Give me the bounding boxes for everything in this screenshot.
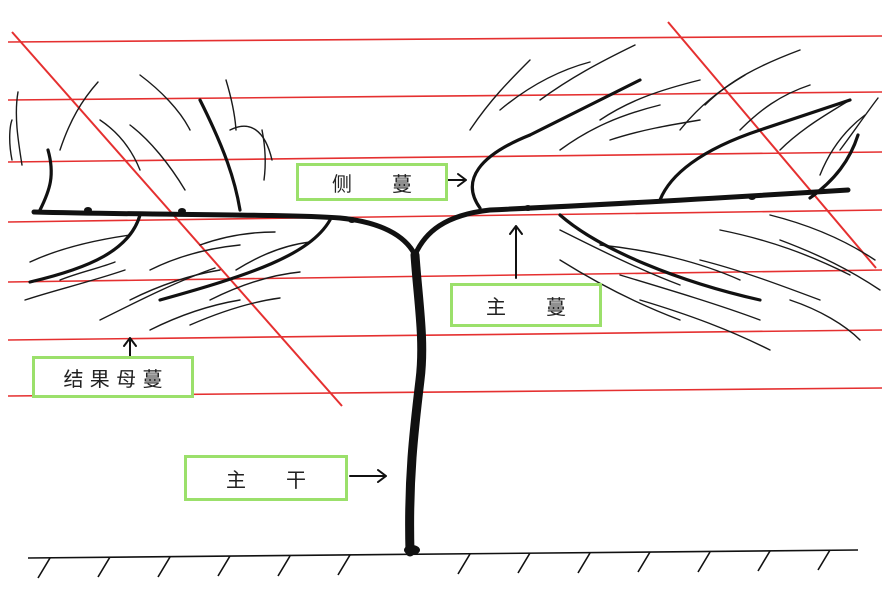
- shoot: [24, 269, 126, 301]
- bud: [178, 208, 186, 214]
- shoot: [599, 79, 701, 121]
- shoot: [789, 299, 861, 341]
- shoot: [559, 229, 681, 286]
- main-vine-cordon: [31, 187, 851, 258]
- wire: [7, 269, 883, 283]
- shoot: [149, 299, 241, 331]
- bud: [404, 545, 420, 555]
- shoot: [199, 231, 276, 246]
- arrow-side-vine: [447, 173, 467, 187]
- hatch: [637, 551, 651, 573]
- cane: [198, 98, 242, 212]
- bud: [348, 217, 356, 223]
- shoot: [261, 129, 267, 181]
- shoot: [129, 269, 221, 301]
- hatch: [337, 554, 351, 576]
- arrow-trunk: [349, 469, 387, 483]
- arrows: [123, 173, 523, 483]
- buds: [84, 194, 756, 555]
- wire: [7, 209, 883, 223]
- shoot: [619, 274, 761, 321]
- hatch: [517, 552, 531, 574]
- label-fruiting-cane: 结 果 母 蔓: [32, 356, 194, 398]
- label-side-vine: 侧 蔓: [296, 163, 448, 201]
- shoot: [209, 271, 301, 301]
- shoot: [559, 259, 681, 321]
- shoots: [9, 44, 881, 351]
- bud: [84, 207, 92, 213]
- shoot: [225, 79, 237, 131]
- shoot: [819, 114, 866, 176]
- pruning-line: [11, 31, 343, 407]
- shoot: [99, 267, 216, 321]
- arrow-main-vine: [509, 225, 523, 279]
- bud: [524, 205, 532, 211]
- shoot: [99, 119, 141, 171]
- shoot: [559, 104, 661, 151]
- pruning-line: [667, 21, 877, 269]
- cane: [158, 218, 332, 302]
- shoot: [639, 299, 771, 351]
- shoot: [129, 124, 186, 191]
- hatch: [97, 556, 111, 578]
- cordon-left: [31, 209, 418, 258]
- fruiting-canes: [28, 78, 860, 302]
- hatch: [817, 549, 831, 571]
- wire: [7, 329, 883, 341]
- hatch: [577, 552, 591, 574]
- cane: [470, 133, 532, 210]
- cane: [38, 148, 53, 212]
- shoot: [469, 59, 531, 131]
- shoot: [779, 99, 851, 151]
- shoot: [779, 239, 881, 291]
- shoot: [599, 244, 741, 281]
- ground-line: [27, 549, 859, 559]
- shoot: [704, 49, 801, 106]
- shoot: [149, 244, 241, 271]
- hatch: [157, 556, 171, 578]
- shoot: [59, 81, 99, 151]
- hatch: [757, 550, 771, 572]
- label-trunk: 主 干: [184, 455, 348, 501]
- shoot: [739, 84, 811, 131]
- wire: [7, 151, 883, 163]
- shoot: [29, 234, 131, 263]
- ground: [27, 549, 859, 579]
- wire: [7, 35, 883, 43]
- shoot: [719, 229, 851, 276]
- hatch: [457, 553, 471, 575]
- shoot: [189, 297, 281, 326]
- cordon-right: [412, 187, 851, 258]
- shoot: [539, 44, 636, 101]
- shoot: [229, 125, 273, 161]
- bud: [748, 194, 756, 200]
- shoot: [609, 119, 701, 141]
- cane: [658, 128, 762, 202]
- shoot: [839, 97, 879, 151]
- cane: [558, 213, 762, 302]
- shoot: [235, 241, 311, 271]
- shoot: [139, 74, 191, 131]
- label-main-vine: 主 蔓: [450, 283, 602, 327]
- cane: [758, 98, 852, 132]
- cane: [28, 213, 142, 284]
- trunk: [405, 250, 427, 557]
- shoot: [699, 259, 821, 301]
- hatch: [277, 555, 291, 577]
- shoot: [769, 214, 876, 261]
- shoot: [9, 119, 13, 161]
- shoot: [59, 261, 116, 281]
- shoot: [499, 61, 591, 111]
- hatch: [217, 555, 231, 577]
- arrow-fruiting-cane: [123, 337, 137, 357]
- cane: [528, 78, 642, 137]
- pruning-lines: [11, 21, 877, 407]
- hatch: [697, 551, 711, 573]
- wire: [7, 91, 883, 101]
- shoot: [15, 91, 23, 166]
- hatch: [37, 557, 51, 579]
